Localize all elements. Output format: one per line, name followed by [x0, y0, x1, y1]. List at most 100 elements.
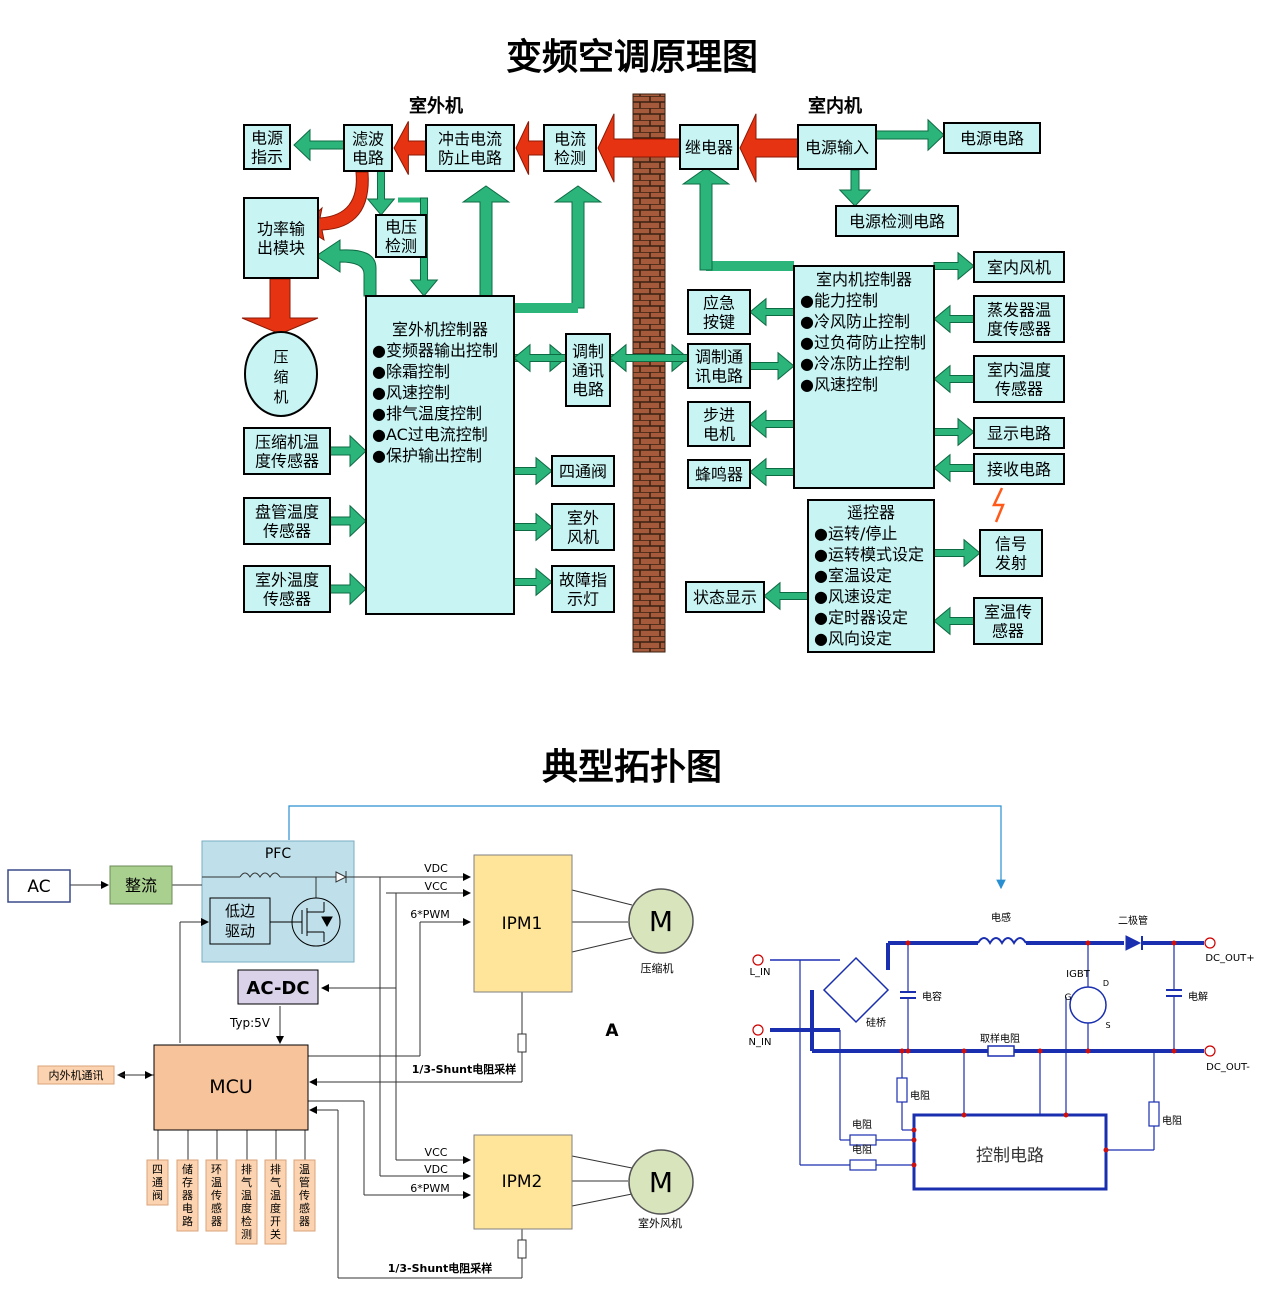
compressor-caption: 压缩机	[641, 961, 674, 975]
power-module-box	[243, 197, 319, 279]
top-boxes: 电源指示滤波电路冲击电流防止电路电流检测继电器电源输入电源电路功率输出模块电压检…	[243, 122, 1065, 653]
voltage-detect-text-2: 检测	[385, 237, 417, 256]
stepper-text-2: 电机	[703, 425, 735, 444]
shunt-label-2: 1/3-Shunt电阻采样	[388, 1261, 493, 1275]
outdoor-temp-sensor-text-1: 室外温度	[255, 571, 319, 590]
comm-box	[37, 1065, 115, 1085]
mcu-io-char: 关	[270, 1227, 281, 1241]
igbt-pin-s: S	[1105, 1021, 1110, 1030]
rectifier-label: 整流	[125, 876, 157, 895]
flow-arrow	[933, 453, 975, 483]
flow-arrow	[749, 351, 795, 381]
power-circuit-box	[943, 122, 1041, 154]
mcu-io-char: 温	[270, 1189, 281, 1202]
mcu-io-char: 测	[241, 1228, 252, 1241]
diagram-title-bottom: 典型拓扑图	[541, 747, 722, 788]
indoor-controller-box-item: ●冷冻防止控制	[800, 354, 910, 373]
flow-arrow	[513, 512, 553, 542]
fault-light-text-2: 示灯	[567, 590, 599, 609]
dc-out-minus-label: DC_OUT-	[1206, 1062, 1250, 1073]
mcu-io-char: 传	[299, 1189, 310, 1202]
remote-controller-box-item: ●运转/停止	[814, 524, 897, 543]
indoor-temp-sensor-text-1: 室内温度	[987, 361, 1051, 380]
signal-emit-text-1: 信号	[995, 535, 1027, 554]
flow-arrow	[241, 278, 319, 335]
remote-controller-box-title: 遥控器	[847, 503, 895, 522]
compressor-text-3: 机	[273, 388, 288, 406]
indoor-temp-sensor-text-2: 传感器	[995, 380, 1043, 399]
comm-indoor-box	[687, 343, 751, 389]
mcu-io-char: 电	[182, 1202, 193, 1215]
receive-circuit-box	[973, 453, 1065, 485]
mcu-io-box	[235, 1159, 258, 1245]
mcu-io-char: 器	[182, 1189, 193, 1202]
dc-out-plus-label: DC_OUT+	[1205, 953, 1254, 964]
comp-temp-sensor-box	[243, 427, 331, 475]
outdoor-temp-sensor-box	[243, 565, 331, 613]
coil-temp-sensor-text-1: 盘管温度	[255, 503, 319, 522]
emergency-text-2: 按键	[703, 313, 735, 332]
buzzer-box	[687, 459, 751, 489]
coil-temp-sensor-text-2: 传感器	[263, 522, 311, 541]
indoor-unit-label: 室内机	[808, 95, 862, 117]
mcu-io-char: 度	[241, 1201, 252, 1215]
mcu-box	[153, 1044, 309, 1131]
mcu-io-char: 路	[182, 1215, 193, 1228]
mcu-io-char: 排	[270, 1162, 281, 1176]
ac-dc-label: AC-DC	[246, 978, 309, 999]
mcu-io-box	[146, 1159, 169, 1206]
mcu-io-box	[176, 1159, 199, 1232]
shunt-resistor-label: 取样电阻	[980, 1032, 1020, 1045]
flow-arrow	[553, 185, 603, 309]
surge-text-2: 防止电路	[438, 149, 502, 168]
status-display-box	[685, 581, 765, 613]
flow-arrow	[513, 343, 567, 373]
room-temp-sensor-text-1: 室温传	[984, 603, 1032, 622]
flow-arrow	[329, 504, 367, 538]
diagram-title-top: 变频空调原理图	[505, 37, 758, 78]
mcu-io-char: 开	[270, 1215, 281, 1228]
fan-motor-icon	[628, 1149, 694, 1215]
l-in-label: L_IN	[749, 967, 770, 978]
mcu-io-char: 感	[211, 1202, 222, 1215]
power-module-text-2: 出模块	[257, 239, 305, 258]
outdoor-fan-box	[551, 503, 615, 551]
power-detect-circuit-box	[835, 205, 959, 237]
voltage-detect-text-1: 电压	[385, 218, 417, 237]
flow-arrow	[513, 456, 553, 486]
flow-arrow	[749, 297, 795, 327]
compressor-motor-icon	[628, 888, 694, 954]
junction-dots	[899, 940, 1177, 1168]
indoor-controller-box-item: ●过负荷防止控制	[800, 333, 926, 352]
flow-arrow	[461, 185, 511, 297]
buzzer-text-1: 蜂鸣器	[695, 465, 743, 484]
current-detect-box	[543, 124, 597, 172]
igbt-pin-g: G	[1065, 993, 1072, 1003]
outdoor-fan-text-2: 风机	[567, 528, 599, 547]
power-indicator-text-2: 指示	[251, 148, 283, 167]
indoor-controller-box	[793, 265, 935, 489]
filter-box	[343, 124, 393, 172]
igbt-label: IGBT	[1066, 969, 1091, 980]
mcu-io-char: 温	[299, 1163, 310, 1176]
comm-outdoor-box	[565, 333, 611, 407]
remote-controller-box-item: ●室温设定	[814, 566, 892, 585]
fault-light-box	[551, 565, 615, 613]
flow-arrow	[933, 364, 975, 394]
status-display-text-1: 状态显示	[693, 588, 757, 607]
vcc-label-2: VCC	[425, 1146, 448, 1159]
evap-sensor-text-2: 度传感器	[987, 320, 1051, 339]
receive-circuit-text-1: 接收电路	[987, 460, 1051, 479]
mcu-io-char: 环	[211, 1163, 222, 1176]
mcu-io-char: 器	[299, 1215, 310, 1228]
evap-sensor-text-1: 蒸发器温	[987, 301, 1051, 320]
power-indicator-text-1: 电源	[251, 129, 283, 148]
ipm1-label: IPM1	[502, 914, 543, 934]
surge-box	[425, 124, 515, 172]
motor-letter-2: M	[649, 1166, 673, 1199]
stepper-text-1: 步进	[703, 406, 735, 425]
outdoor-controller-box-title: 室外机控制器	[392, 320, 488, 339]
flow-arrow	[933, 417, 975, 447]
comm-outdoor-text-1: 调制	[572, 342, 604, 361]
pwm-label-2: 6*PWM	[410, 1182, 450, 1195]
